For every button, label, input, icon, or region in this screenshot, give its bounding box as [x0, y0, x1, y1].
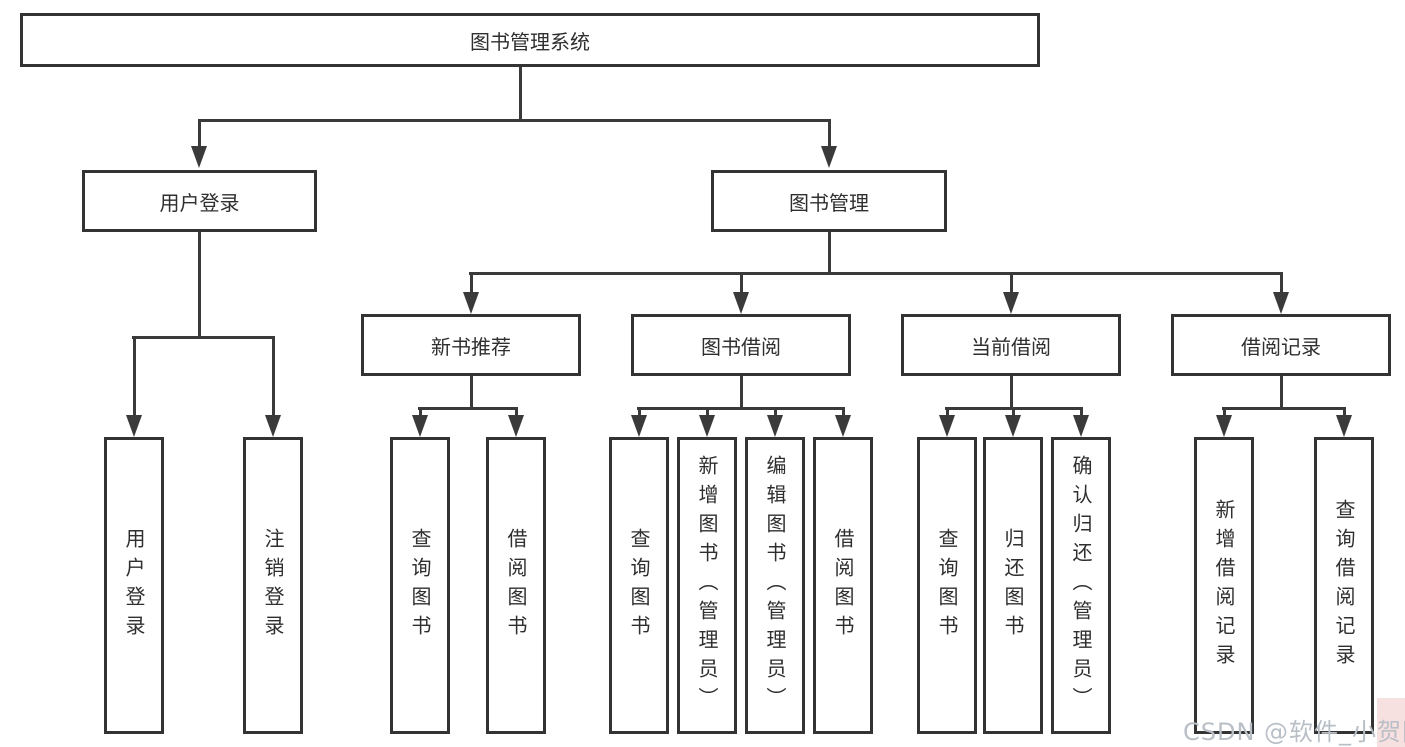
connector-root-bar — [198, 119, 831, 122]
connector-book-borrow-drop-2 — [706, 407, 709, 416]
connector-book-mgmt-drop-3 — [1010, 272, 1013, 294]
arrow-down-icon — [733, 292, 749, 314]
leaf-logout: 注销登录 — [243, 437, 303, 734]
arrow-down-icon — [699, 415, 715, 437]
arrow-down-icon — [835, 415, 851, 437]
arrow-down-icon — [463, 292, 479, 314]
arrow-down-icon — [508, 415, 524, 437]
leaf-query-books-recommend: 查询图书 — [390, 437, 450, 734]
connector-book-mgmt-bar — [469, 272, 1283, 275]
connector-current-borrow-drop-1 — [946, 407, 949, 416]
connector-new-book-drop-2 — [515, 407, 518, 416]
leaf-add-books-admin: 新增图书（管理员） — [677, 437, 737, 734]
arrow-down-icon — [631, 415, 647, 437]
arrow-down-icon — [1003, 292, 1019, 314]
connector-book-borrow-stem — [740, 376, 743, 407]
connector-book-mgmt-drop-2 — [740, 272, 743, 294]
connector-user-login-drop-1 — [133, 336, 136, 416]
leaf-user-login: 用户登录 — [104, 437, 164, 734]
leaf-query-borrow-record: 查询借阅记录 — [1314, 437, 1374, 734]
connector-new-book-bar — [418, 407, 518, 410]
arrow-down-icon — [1073, 415, 1089, 437]
connector-borrow-records-drop-1 — [1223, 407, 1226, 416]
arrow-down-icon — [1273, 292, 1289, 314]
node-new-book-recommend-label: 新书推荐 — [431, 334, 511, 359]
arrow-down-icon — [412, 415, 428, 437]
leaf-edit-books-admin: 编辑图书（管理员） — [745, 437, 805, 734]
connector-book-mgmt-drop-4 — [1280, 272, 1283, 294]
connector-root-drop-right — [828, 119, 831, 147]
leaf-add-borrow-record: 新增借阅记录 — [1194, 437, 1254, 734]
node-root: 图书管理系统 — [20, 13, 1040, 67]
connector-current-borrow-drop-3 — [1080, 407, 1083, 416]
connector-new-book-stem — [470, 376, 473, 407]
connector-user-login-bar — [132, 336, 275, 339]
leaf-query-books-current: 查询图书 — [917, 437, 977, 734]
node-borrow-records: 借阅记录 — [1171, 314, 1391, 376]
connector-user-login-drop-2 — [272, 336, 275, 416]
node-user-login: 用户登录 — [82, 170, 317, 232]
arrow-down-icon — [767, 415, 783, 437]
connector-root-stem — [519, 67, 522, 119]
node-root-label: 图书管理系统 — [470, 29, 590, 54]
connector-user-login-stem — [198, 232, 201, 336]
connector-new-book-drop-1 — [419, 407, 422, 416]
node-book-management-label: 图书管理 — [789, 190, 869, 215]
leaf-borrow-books-recommend: 借阅图书 — [486, 437, 546, 734]
connector-borrow-records-drop-2 — [1343, 407, 1346, 416]
connector-root-drop-left — [198, 119, 201, 147]
arrow-down-icon — [939, 415, 955, 437]
arrow-down-icon — [126, 415, 142, 437]
watermark-background-tint — [1377, 698, 1405, 747]
arrow-down-icon — [265, 415, 281, 437]
node-current-borrow: 当前借阅 — [901, 314, 1121, 376]
arrow-down-icon — [1336, 415, 1352, 437]
connector-book-borrow-drop-4 — [842, 407, 845, 416]
node-user-login-label: 用户登录 — [159, 190, 240, 215]
connector-current-borrow-drop-2 — [1012, 407, 1015, 416]
leaf-query-books-borrow: 查询图书 — [609, 437, 669, 734]
connector-book-mgmt-stem — [828, 232, 831, 272]
node-borrow-records-label: 借阅记录 — [1241, 334, 1321, 359]
node-current-borrow-label: 当前借阅 — [971, 334, 1051, 359]
node-book-management: 图书管理 — [711, 170, 947, 232]
arrow-down-icon — [1005, 415, 1021, 437]
node-new-book-recommend: 新书推荐 — [361, 314, 581, 376]
leaf-return-books: 归还图书 — [983, 437, 1043, 734]
connector-book-borrow-drop-1 — [638, 407, 641, 416]
csdn-watermark: CSDN @软件_小贺同学 — [1183, 718, 1405, 746]
connector-book-borrow-bar — [637, 407, 845, 410]
node-book-borrow: 图书借阅 — [631, 314, 851, 376]
node-book-borrow-label: 图书借阅 — [701, 334, 781, 359]
connector-book-borrow-drop-3 — [774, 407, 777, 416]
connector-borrow-records-bar — [1222, 407, 1346, 410]
connector-book-mgmt-drop-1 — [470, 272, 473, 294]
leaf-confirm-return-admin: 确认归还（管理员） — [1051, 437, 1111, 734]
connector-borrow-records-stem — [1280, 376, 1283, 407]
connector-current-borrow-stem — [1010, 376, 1013, 407]
leaf-borrow-books: 借阅图书 — [813, 437, 873, 734]
arrow-down-icon — [821, 146, 837, 168]
arrow-down-icon — [191, 146, 207, 168]
arrow-down-icon — [1216, 415, 1232, 437]
